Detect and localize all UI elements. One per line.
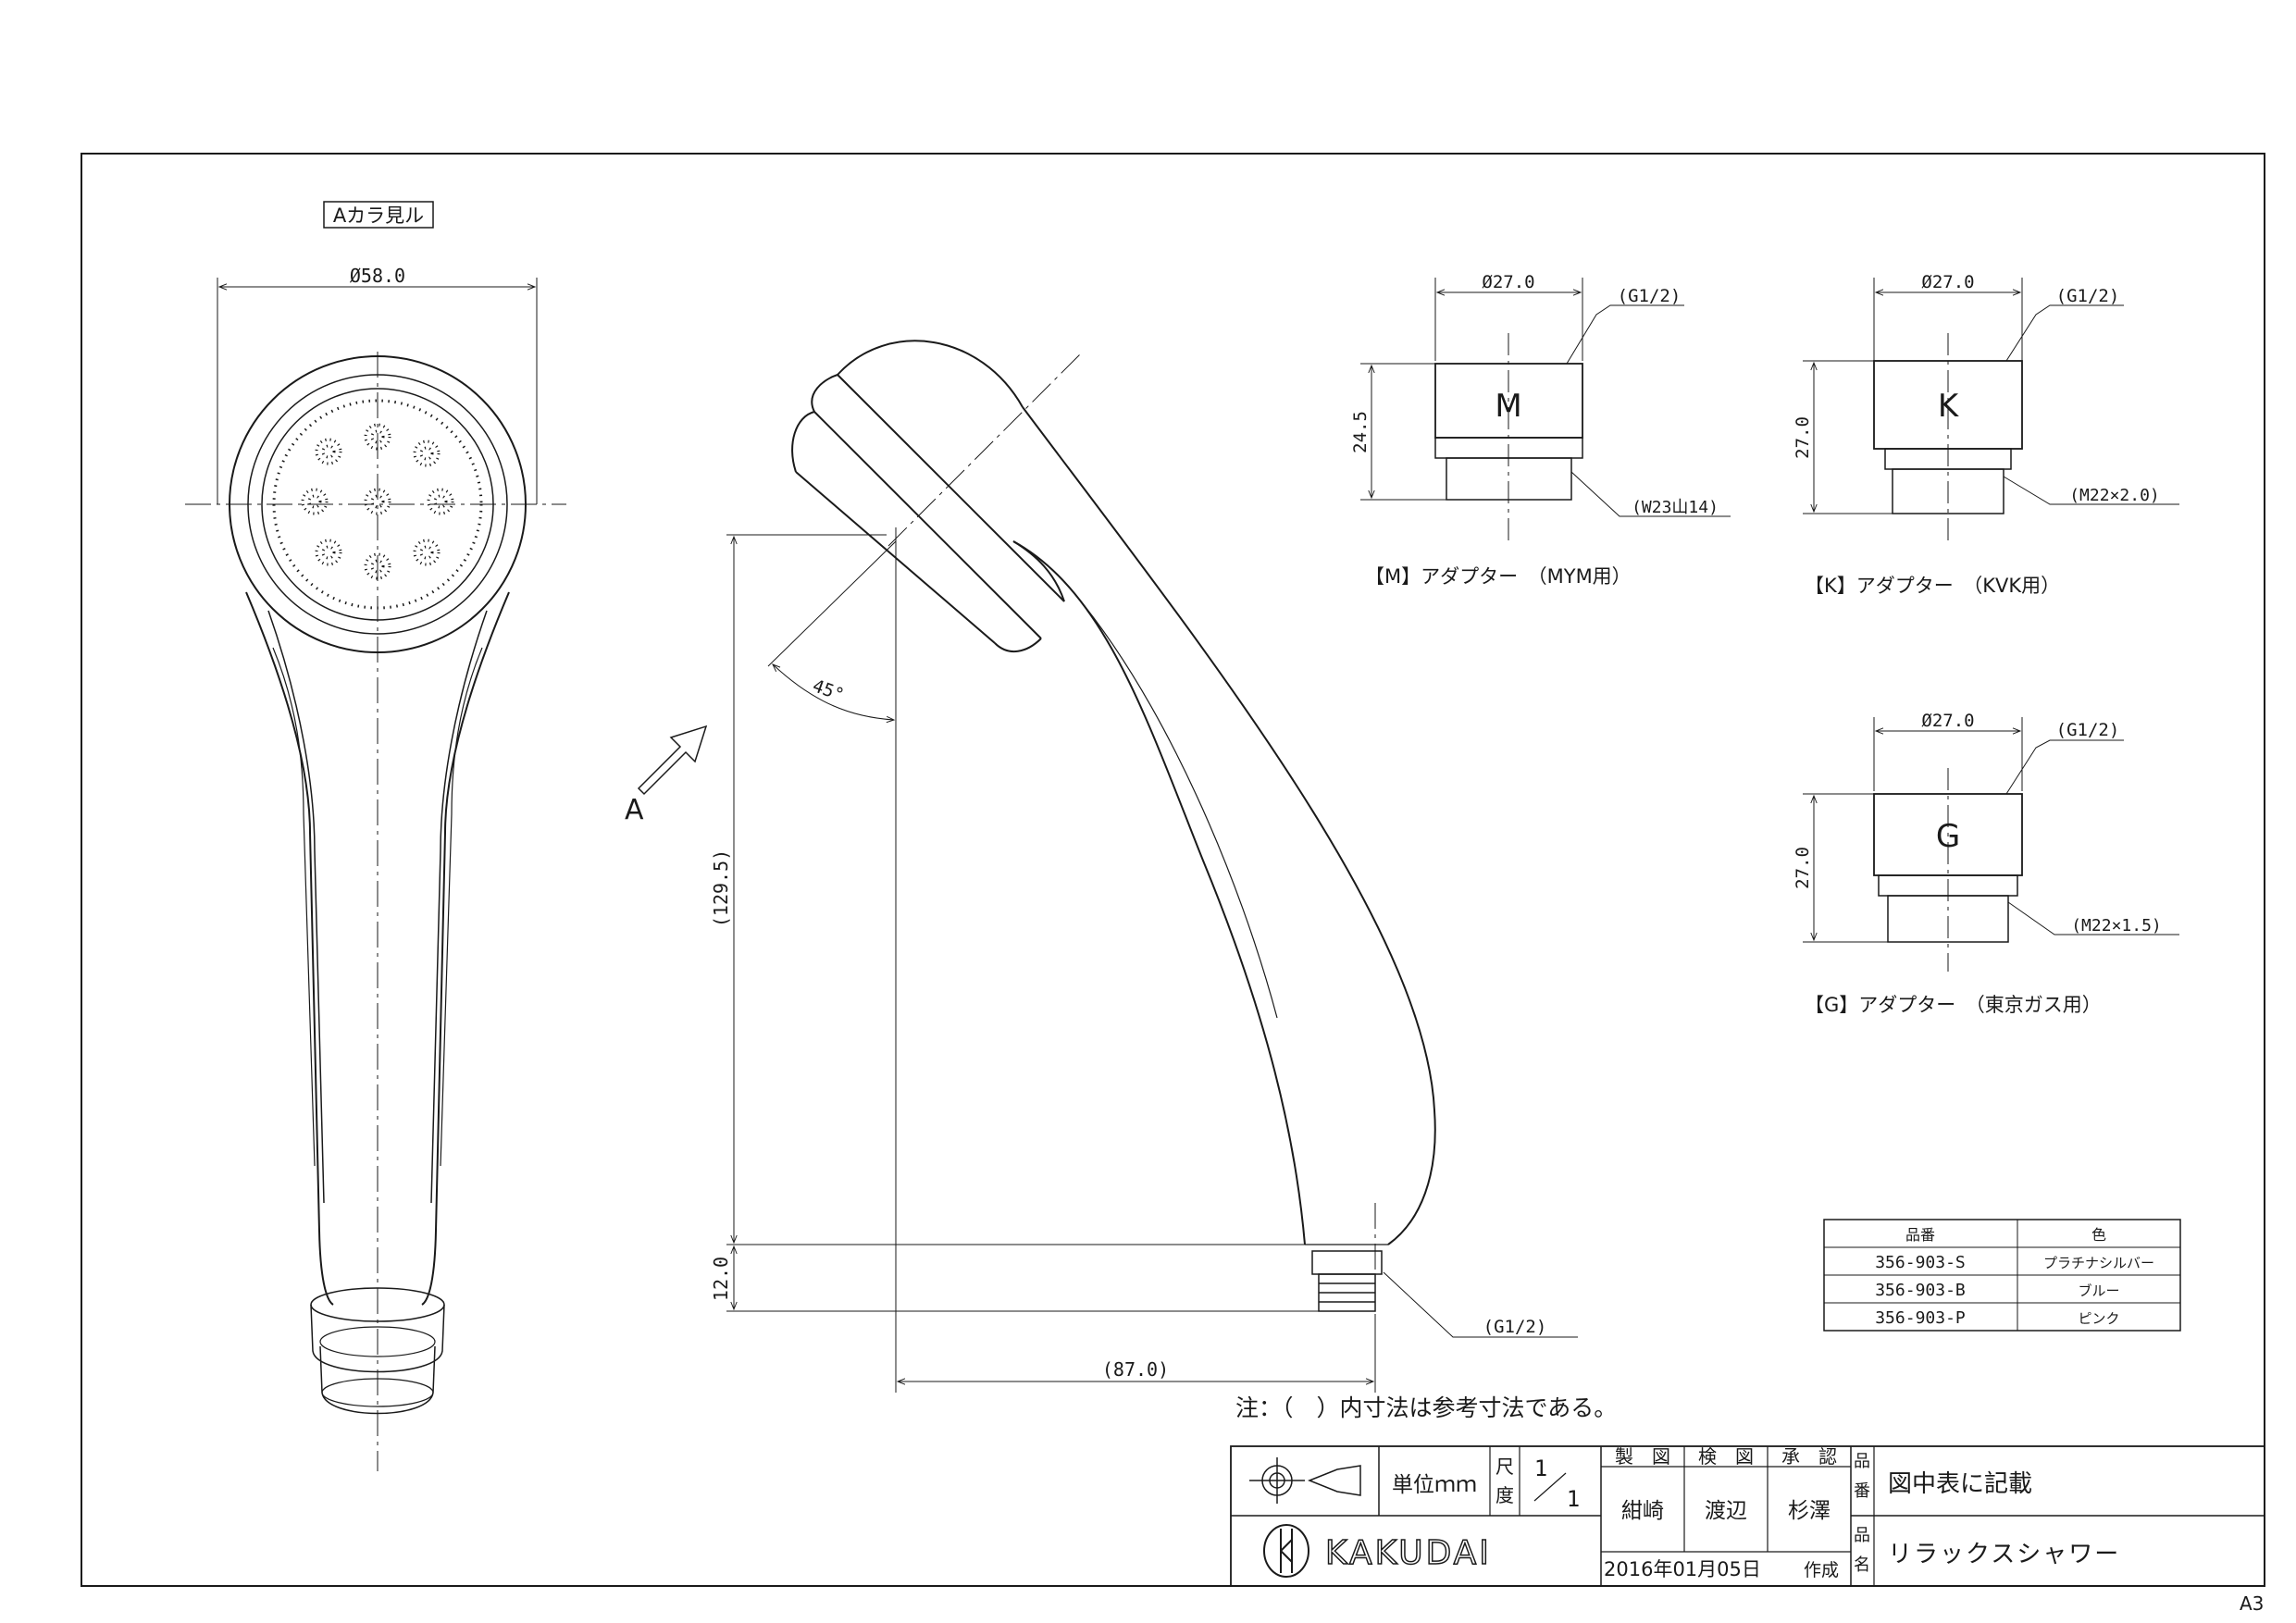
adapter-g-bottom: (M22×1.5) (2071, 916, 2162, 935)
parts-cell: 356-903-S (1875, 1253, 1966, 1272)
adapter-m-thread: (G1/2) (1618, 286, 1682, 306)
scale-numerator: 1 (1534, 1456, 1547, 1481)
adapter-g-height: 27.0 (1793, 847, 1813, 889)
head-dia-text: Ø58.0 (350, 265, 405, 287)
name-checker: 渡辺 (1705, 1499, 1747, 1523)
role-approver: 承 認 (1781, 1445, 1837, 1468)
role-checker: 検 図 (1698, 1445, 1754, 1468)
adapter-k: Ø27.0 K 27.0 (G1/2) (M22×2.0) 【K】アダプター （… (1793, 272, 2179, 597)
third-angle-projection-icon (1249, 1457, 1361, 1504)
adapter-k-bottom: (M22×2.0) (2069, 486, 2160, 505)
sheet-size: A3 (2240, 1592, 2264, 1615)
side-view: A (129.5) (625, 340, 1578, 1393)
angle-arc (772, 663, 896, 724)
title-block: 単位ｍｍ 尺 度 1 1 KAKUDAI 製 図 検 図 承 認 紺崎 渡辺 杉… (1230, 1445, 2265, 1587)
adapter-m-bottom: (W23山14) (1632, 498, 1719, 517)
angle-text: 45° (810, 675, 847, 705)
part-number-value: 図中表に記載 (1888, 1470, 2032, 1498)
partno-label-2: 番 (1854, 1481, 1870, 1501)
parts-cell: ピンク (2078, 1310, 2119, 1327)
adapter-k-letter: K (1938, 388, 1960, 425)
kakudai-logo: KAKUDAI (1263, 1524, 1492, 1578)
parts-header-partno: 品番 (1905, 1226, 1935, 1244)
adapter-g-letter: G (1936, 818, 1960, 855)
adapter-m-letter: M (1495, 388, 1521, 425)
adapter-g: Ø27.0 G 27.0 (G1/2) (M22×1.5) 【G】アダプター （… (1793, 711, 2179, 1016)
adapter-k-dia: Ø27.0 (1921, 272, 1974, 292)
base-height-text: 12.0 (710, 1257, 732, 1301)
adapter-g-dia: Ø27.0 (1921, 711, 1974, 731)
drawing-border (81, 153, 2265, 1587)
adapter-m: Ø27.0 M 24.5 (G1/2) (W23山14) 【M】アダプター （M… (1350, 272, 1731, 588)
handle-outline (245, 591, 510, 1306)
nozzle-clusters (301, 423, 454, 580)
name-approver: 杉澤 (1788, 1499, 1831, 1523)
spray-face (261, 388, 494, 621)
adapter-g-caption: 【G】アダプター （東京ガス用） (1805, 994, 2102, 1016)
side-spray-head (791, 340, 1065, 652)
parts-header-color: 色 (2091, 1226, 2106, 1244)
side-handle-outline (1022, 406, 1436, 1245)
logo-text: KAKUDAI (1325, 1534, 1492, 1572)
product-label-1: 品 (1854, 1526, 1870, 1545)
front-view: Aカラ見ル Ø58.0 (185, 201, 566, 1471)
spray-head-outer (229, 355, 527, 653)
parts-cell: 356-903-P (1875, 1308, 1966, 1328)
unit-label: 単位ｍｍ (1392, 1473, 1477, 1497)
view-from-a-label: Aカラ見ル (333, 204, 424, 227)
height-text: (129.5) (710, 849, 732, 927)
product-label-2: 名 (1854, 1555, 1870, 1575)
created-label: 作成 (1804, 1560, 1839, 1580)
reference-note: 注：（ ）内寸法は参考寸法である。 (1235, 1394, 1617, 1421)
arrow-a-label: A (625, 794, 644, 826)
thread-text: (G1/2) (1483, 1317, 1547, 1337)
adapter-g-thread: (G1/2) (2056, 720, 2120, 740)
side-hose-fitting (1311, 1250, 1383, 1312)
adapter-m-dia: Ø27.0 (1482, 272, 1534, 292)
view-direction-arrow (637, 725, 708, 796)
parts-table: 品番 色 356-903-S プラチナシルバー 356-903-B ブルー 35… (1823, 1219, 2181, 1332)
drawing-date: 2016年01月05日 (1604, 1558, 1761, 1580)
partno-label-1: 品 (1854, 1452, 1870, 1471)
parts-cell: 356-903-B (1875, 1281, 1966, 1300)
adapter-m-caption: 【M】アダプター （MYM用） (1365, 565, 1632, 588)
adapter-k-height: 27.0 (1793, 416, 1813, 459)
parts-cell: プラチナシルバー (2043, 1255, 2154, 1271)
scale-label-2: 度 (1496, 1484, 1514, 1506)
adapter-k-caption: 【K】アダプター （KVK用） (1805, 575, 2060, 597)
adapter-k-thread: (G1/2) (2056, 286, 2120, 306)
scale-denominator: 1 (1567, 1486, 1580, 1512)
scale-label-1: 尺 (1496, 1456, 1514, 1478)
parts-cell: ブルー (2078, 1282, 2119, 1299)
view-label-box (323, 201, 434, 229)
spray-head-ring (247, 374, 508, 635)
name-drafter: 紺崎 (1621, 1499, 1664, 1523)
adapter-m-height: 24.5 (1350, 411, 1371, 453)
product-name: リラックスシャワー (1888, 1541, 2120, 1568)
role-drafter: 製 図 (1615, 1445, 1670, 1468)
offset-text: (87.0) (1102, 1358, 1169, 1381)
front-hose-fitting (310, 1287, 445, 1415)
